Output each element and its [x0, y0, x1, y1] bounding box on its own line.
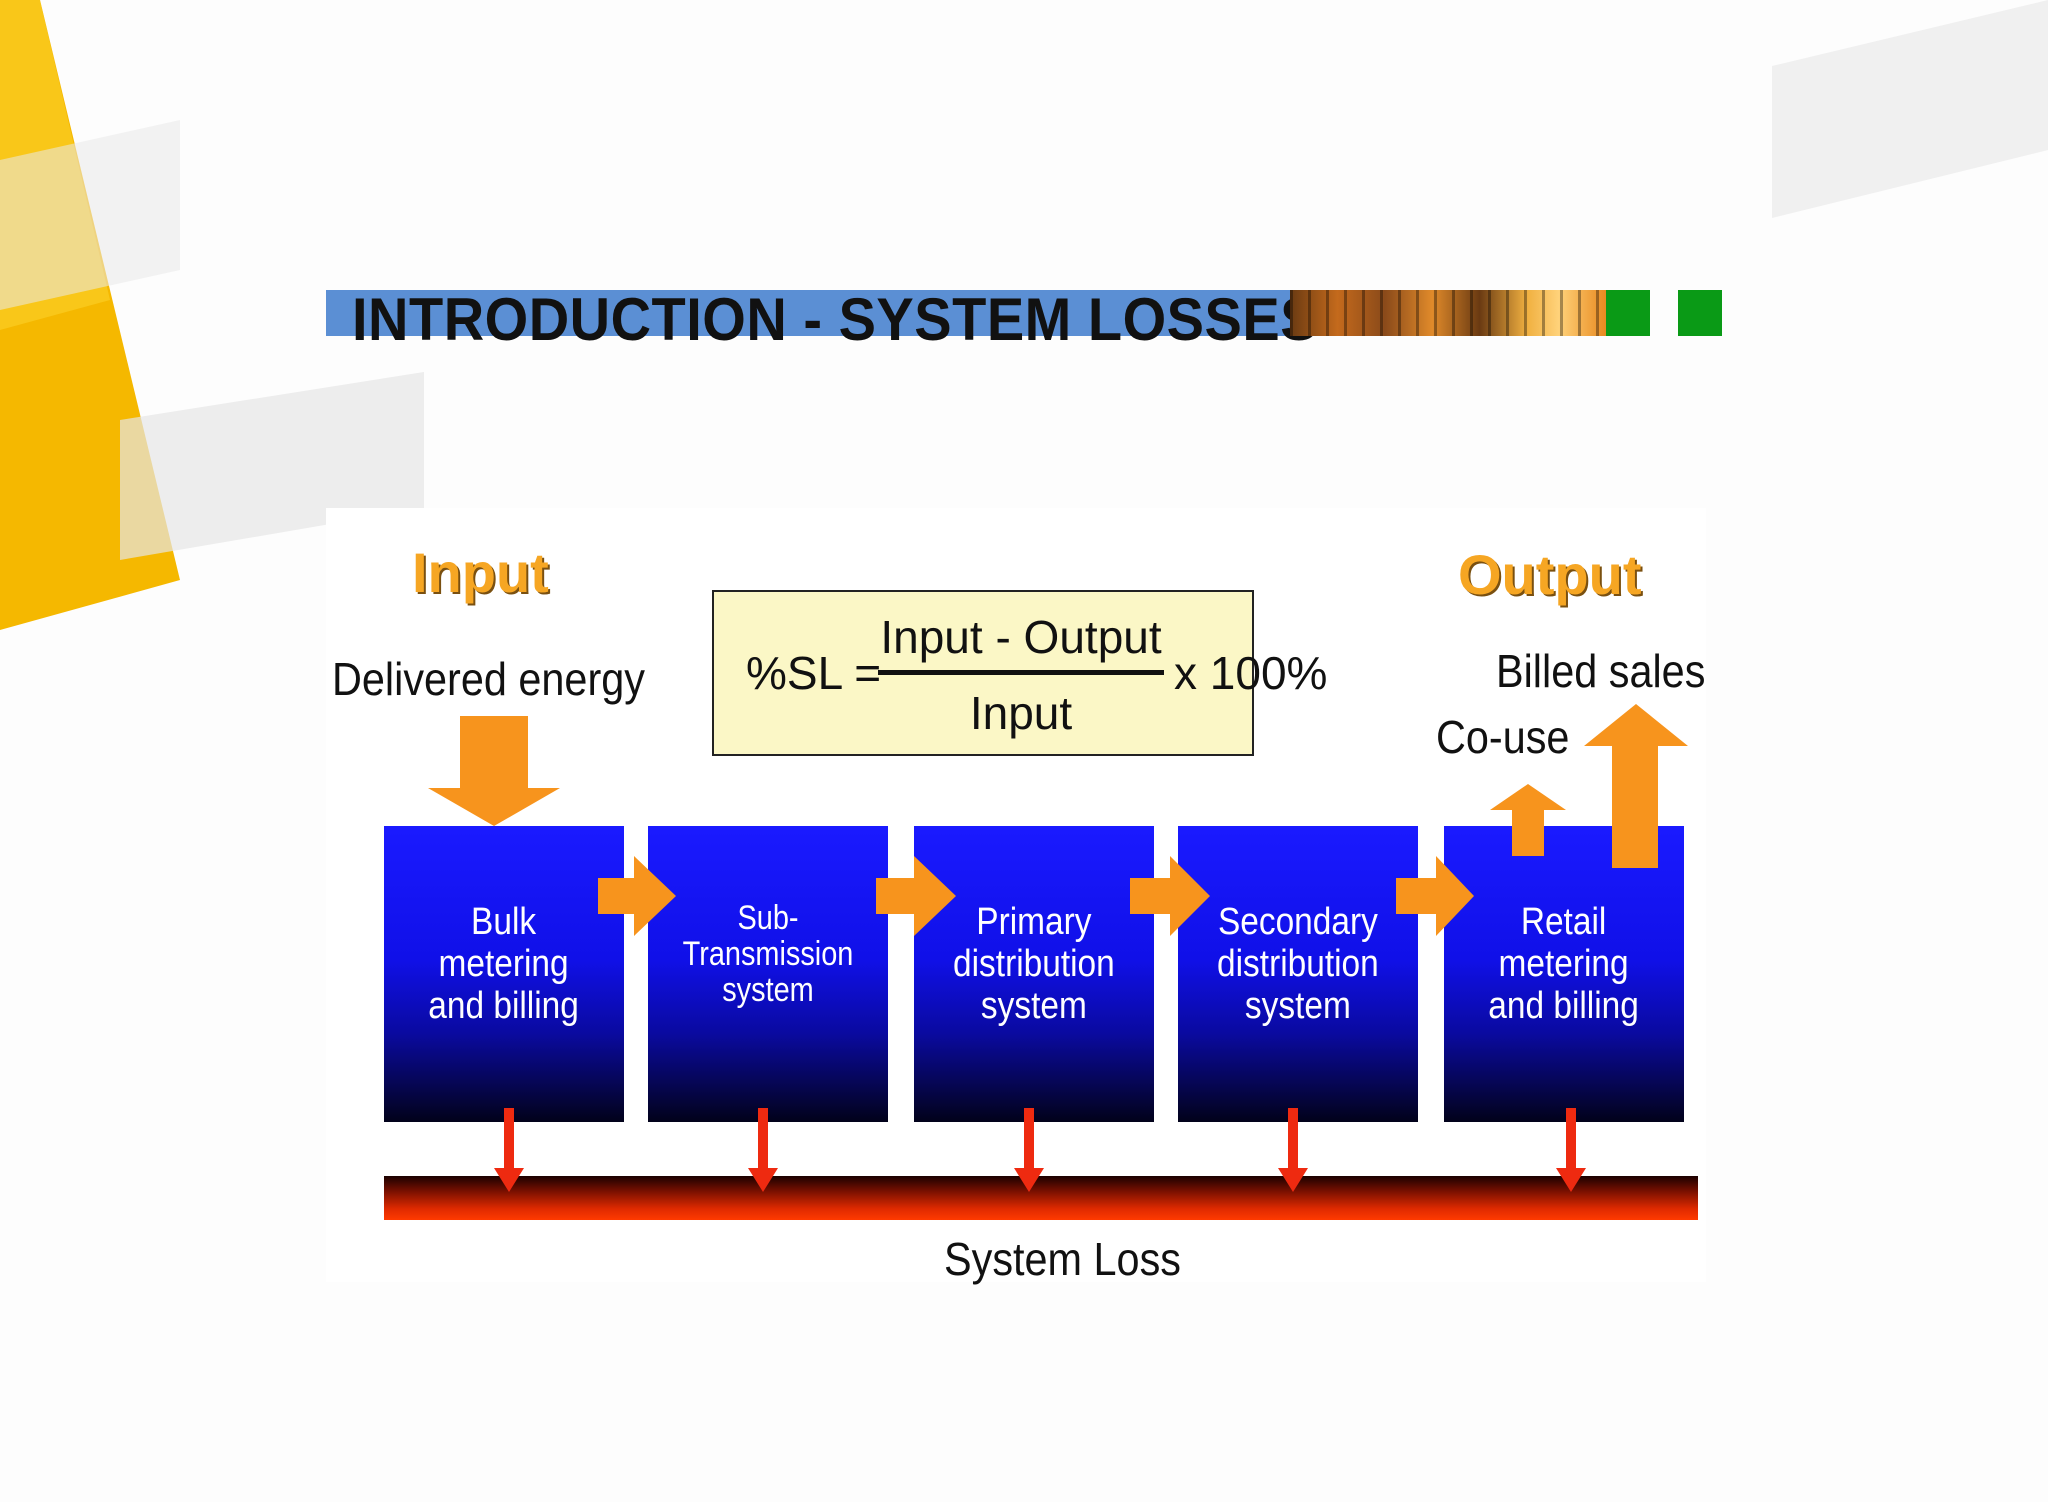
stage-label: Retail metering and billing — [1488, 901, 1640, 1027]
stage-retail-metering: Retail metering and billing — [1444, 826, 1684, 1122]
system-loss-label: System Loss — [944, 1233, 1181, 1285]
formula-numerator: Input - Output — [880, 611, 1162, 663]
output-couse: Co-use — [1436, 711, 1570, 763]
stage-label: Secondary distribution system — [1217, 901, 1379, 1027]
title-photo-strip — [1290, 290, 1606, 336]
output-billed-sales: Billed sales — [1496, 645, 1706, 697]
green-square-1 — [1606, 290, 1650, 336]
stage-bulk-metering: Bulk metering and billing — [384, 826, 624, 1122]
stage-label: Primary distribution system — [953, 901, 1115, 1027]
stage-label: Sub-Transmission system — [682, 899, 854, 1009]
stage-primary-distribution: Primary distribution system — [914, 826, 1154, 1122]
green-square-2 — [1678, 290, 1722, 336]
system-loss-bar — [384, 1176, 1698, 1220]
title-bar — [326, 290, 1374, 336]
formula-rhs: x 100% — [1174, 647, 1328, 699]
formula-fraction-line — [878, 670, 1164, 675]
input-label: Input — [412, 541, 549, 604]
stage-secondary-distribution: Secondary distribution system — [1178, 826, 1418, 1122]
formula-denominator: Input — [969, 687, 1073, 739]
output-label: Output — [1458, 543, 1642, 606]
stage-label: Bulk metering and billing — [428, 901, 580, 1027]
page-title: INTRODUCTION - SYSTEM LOSSES — [352, 285, 1319, 354]
input-sublabel: Delivered energy — [332, 653, 645, 705]
formula-box: %SL = Input - Output Input x 100% — [712, 590, 1327, 756]
stage-sub-transmission: Sub-Transmission system — [648, 826, 888, 1122]
formula-lhs: %SL = — [746, 647, 882, 699]
